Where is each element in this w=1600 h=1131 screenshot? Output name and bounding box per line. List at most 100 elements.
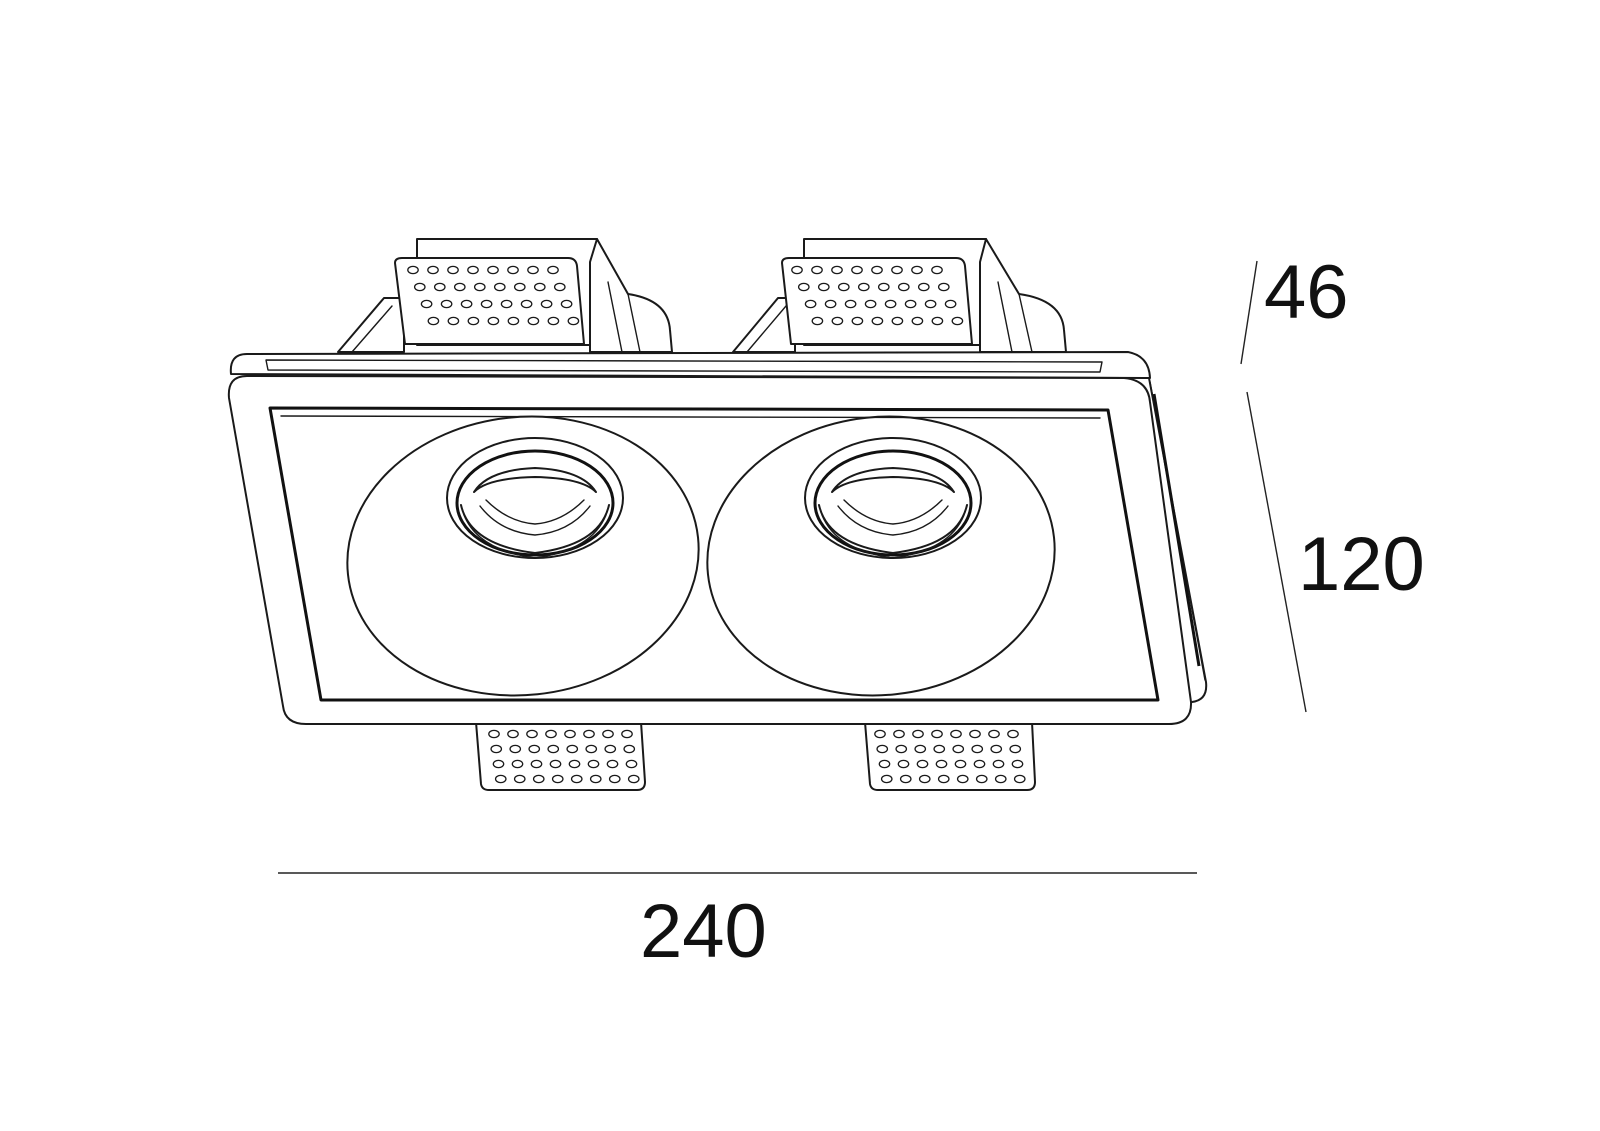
perforation-hole (918, 774, 931, 784)
perforation-hole (621, 729, 633, 739)
perforation-hole (507, 729, 519, 739)
perforation-hole (520, 299, 533, 309)
perforation-hole (553, 282, 566, 292)
perforation-hole (467, 265, 479, 275)
trim-ring-right (706, 415, 1056, 697)
perforation-hole (513, 282, 526, 292)
perforation-hole (509, 744, 522, 754)
perforation-hole (1007, 729, 1019, 739)
perforation-hole (884, 299, 897, 309)
perforation-hole (528, 744, 541, 754)
perforation-hole (560, 299, 573, 309)
perforation-hole (513, 774, 526, 784)
perforation-hole (954, 759, 967, 769)
perforation-hole (585, 744, 598, 754)
perforation-hole (526, 729, 538, 739)
lamp-opening-left (446, 437, 624, 559)
perforation-hole (507, 316, 520, 326)
perforation-hole (547, 744, 560, 754)
perforation-holes (407, 265, 580, 326)
perforation-hole (944, 299, 957, 309)
spotlight-right (706, 415, 1056, 697)
perforation-hole (487, 316, 500, 326)
perforation-hole (811, 265, 823, 275)
dimension-line-height (1246, 391, 1307, 713)
perforation-hole (951, 316, 964, 326)
perforation-hole (899, 774, 912, 784)
spotlight-left (346, 415, 700, 697)
perforation-hole (490, 744, 503, 754)
perforation-hole (583, 729, 595, 739)
dimension-height: 120 (1246, 391, 1425, 713)
perforation-hole (527, 316, 540, 326)
perforation-hole (440, 299, 453, 309)
perforation-hole (567, 316, 580, 326)
front-flap-left (475, 721, 646, 791)
perforation-hole (937, 774, 950, 784)
perforation-hole (791, 265, 803, 275)
perforation-hole (931, 316, 944, 326)
lamp-opening-right (804, 437, 982, 559)
perforation-holes (488, 729, 640, 784)
perforation-hole (447, 316, 460, 326)
perforation-hole (587, 759, 600, 769)
perforation-hole (931, 729, 943, 739)
perforation-hole (897, 282, 910, 292)
dimension-width: 240 (278, 872, 1197, 974)
perforation-hole (935, 759, 948, 769)
dimension-label-height: 120 (1298, 522, 1425, 607)
perforation-hole (473, 282, 486, 292)
perforation-holes (791, 265, 964, 326)
perforation-hole (871, 316, 884, 326)
perforation-hole (549, 759, 562, 769)
perforation-hole (604, 744, 617, 754)
perforation-hole (911, 316, 924, 326)
perforation-hole (564, 729, 576, 739)
perforation-hole (895, 744, 908, 754)
perforation-hole (608, 774, 621, 784)
perforated-plate (781, 257, 973, 345)
perforation-hole (877, 282, 890, 292)
perforation-holes (874, 729, 1026, 784)
perforation-hole (447, 265, 459, 275)
perforation-hole (625, 759, 638, 769)
perforation-hole (937, 282, 950, 292)
perforation-hole (511, 759, 524, 769)
perforation-hole (507, 265, 519, 275)
perforation-hole (992, 759, 1005, 769)
perforation-hole (931, 265, 943, 275)
perforation-hole (975, 774, 988, 784)
perforation-hole (893, 729, 905, 739)
perforation-hole (837, 282, 850, 292)
perforation-hole (460, 299, 473, 309)
perforation-hole (623, 744, 636, 754)
perforation-hole (627, 774, 640, 784)
perforation-hole (876, 744, 889, 754)
perforation-hole (453, 282, 466, 292)
perforation-hole (533, 282, 546, 292)
perforation-hole (969, 729, 981, 739)
perforation-hole (994, 774, 1007, 784)
perforation-hole (413, 282, 426, 292)
perforation-hole (570, 774, 583, 784)
perforation-hole (851, 316, 864, 326)
perforation-hole (933, 744, 946, 754)
perforation-hole (487, 265, 499, 275)
perforation-hole (420, 299, 433, 309)
perforation-hole (904, 299, 917, 309)
perforation-hole (1013, 774, 1026, 784)
perforation-hole (540, 299, 553, 309)
perforation-hole (602, 729, 614, 739)
perforation-hole (990, 744, 1003, 754)
perforation-hole (817, 282, 830, 292)
dimension-label-depth: 46 (1264, 250, 1349, 335)
rear-bracket-left (337, 238, 673, 353)
perforation-hole (952, 744, 965, 754)
perforation-hole (480, 299, 493, 309)
perforation-hole (568, 759, 581, 769)
perforation-hole (824, 299, 837, 309)
dimension-line-depth (1240, 260, 1258, 365)
perforation-hole (547, 316, 560, 326)
perforation-hole (914, 744, 927, 754)
